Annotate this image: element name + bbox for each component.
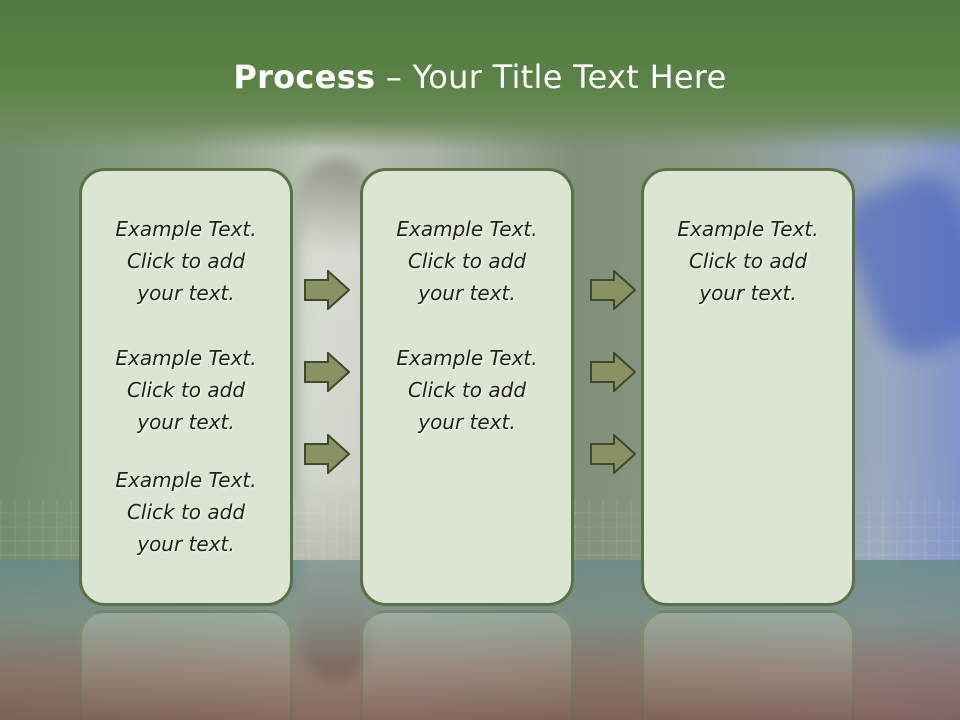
tennis-player-silhouette bbox=[300, 160, 370, 680]
text-line: your text. bbox=[137, 532, 235, 556]
text-line: Example Text. bbox=[677, 217, 819, 241]
panel-1-text-2[interactable]: Example Text. Click to add your text. bbox=[82, 342, 290, 438]
text-line: Example Text. bbox=[115, 217, 257, 241]
panel-1-reflection bbox=[79, 610, 293, 720]
right-arrow-icon[interactable] bbox=[304, 352, 350, 392]
panel-3-reflection bbox=[641, 610, 855, 720]
panel-2-text-2[interactable]: Example Text. Click to add your text. bbox=[363, 342, 571, 438]
right-arrow-icon[interactable] bbox=[304, 434, 350, 474]
text-line: Click to add bbox=[126, 249, 246, 273]
process-panel-3[interactable]: Example Text. Click to add your text. bbox=[641, 168, 855, 606]
right-arrow-icon[interactable] bbox=[304, 270, 350, 310]
title-rest: – Your Title Text Here bbox=[375, 58, 727, 96]
text-line: Example Text. bbox=[396, 217, 538, 241]
text-line: Example Text. bbox=[115, 468, 257, 492]
panel-2-reflection bbox=[360, 610, 574, 720]
right-arrow-icon[interactable] bbox=[590, 434, 636, 474]
text-line: your text. bbox=[418, 410, 516, 434]
panel-3-text-1[interactable]: Example Text. Click to add your text. bbox=[644, 213, 852, 309]
text-line: Click to add bbox=[407, 378, 527, 402]
text-line: Click to add bbox=[407, 249, 527, 273]
right-arrow-icon[interactable] bbox=[590, 352, 636, 392]
panel-1-text-1[interactable]: Example Text. Click to add your text. bbox=[82, 213, 290, 309]
text-line: your text. bbox=[418, 281, 516, 305]
text-line: Click to add bbox=[126, 378, 246, 402]
slide-title[interactable]: Process – Your Title Text Here bbox=[0, 55, 960, 99]
title-band bbox=[0, 0, 960, 150]
panel-2-text-1[interactable]: Example Text. Click to add your text. bbox=[363, 213, 571, 309]
text-line: Click to add bbox=[688, 249, 808, 273]
process-panel-1[interactable]: Example Text. Click to add your text. Ex… bbox=[79, 168, 293, 606]
process-panel-2[interactable]: Example Text. Click to add your text. Ex… bbox=[360, 168, 574, 606]
text-line: Example Text. bbox=[115, 346, 257, 370]
text-line: your text. bbox=[137, 281, 235, 305]
text-line: Example Text. bbox=[396, 346, 538, 370]
right-arrow-icon[interactable] bbox=[590, 270, 636, 310]
text-line: your text. bbox=[699, 281, 797, 305]
panel-1-text-3[interactable]: Example Text. Click to add your text. bbox=[82, 464, 290, 560]
text-line: your text. bbox=[137, 410, 235, 434]
title-bold: Process bbox=[233, 58, 376, 96]
text-line: Click to add bbox=[126, 500, 246, 524]
